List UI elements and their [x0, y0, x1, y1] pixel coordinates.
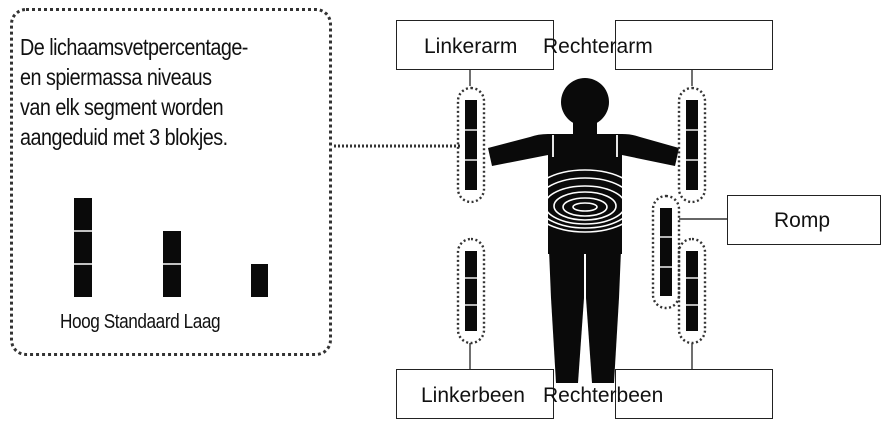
right-arm-box	[615, 20, 773, 70]
body-silhouette	[488, 78, 679, 383]
legend-hoog-blocks	[74, 198, 92, 297]
right-arm-indicator	[677, 86, 707, 204]
explanation-line: De lichaamsvetpercentage-	[20, 34, 248, 60]
legend-standaard-blocks	[163, 231, 181, 297]
explanation-line: van elk segment worden	[20, 94, 224, 120]
left-arm-indicator	[456, 86, 486, 204]
trunk-box	[727, 195, 881, 245]
left-arm-box	[396, 20, 554, 70]
explanation-line: en spiermassa niveaus	[20, 64, 212, 90]
right-leg-box	[615, 369, 773, 419]
explanation-line: aangeduid met 3 blokjes.	[20, 124, 228, 150]
left-arm-label: Linkerarm	[424, 35, 518, 58]
trunk-label: Romp	[774, 209, 831, 232]
right-leg-label: Rechterbeen	[543, 384, 664, 407]
left-leg-indicator	[456, 237, 486, 345]
left-leg-box	[396, 369, 554, 419]
right-arm-label: Rechterarm	[543, 35, 653, 58]
left-leg-label: Linkerbeen	[421, 384, 525, 407]
legend-labels: Hoog Standaard Laag	[60, 311, 221, 333]
legend-laag-blocks	[251, 264, 268, 297]
box-connectors	[469, 70, 727, 369]
explanation-text: De lichaamsvetpercentage- en spiermassa …	[20, 32, 248, 152]
trunk-rings	[528, 169, 642, 233]
explanation-callout	[10, 8, 332, 356]
trunk-indicator	[651, 194, 681, 310]
right-leg-indicator	[677, 237, 707, 345]
